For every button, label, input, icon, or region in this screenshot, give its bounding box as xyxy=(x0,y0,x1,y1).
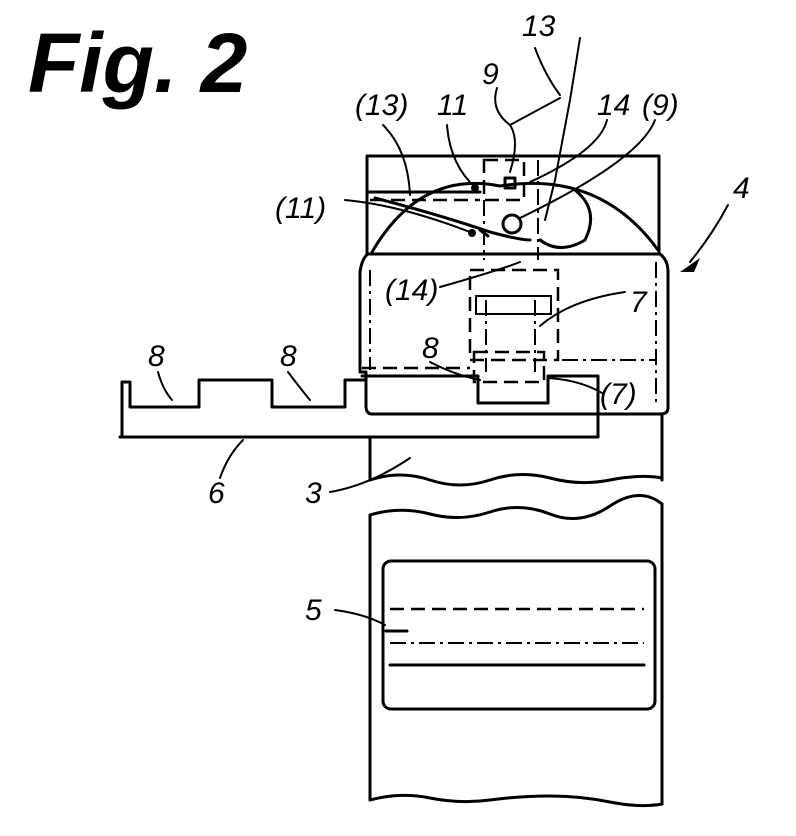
pivot-11-alt xyxy=(468,229,476,237)
figure-title: Fig. 2 xyxy=(28,16,247,110)
upper-housing xyxy=(365,154,661,260)
label-9-paren: (9) xyxy=(642,89,679,122)
label-11-paren: (11) xyxy=(275,192,326,225)
label-11: 11 xyxy=(437,89,468,122)
label-8-middle: 8 xyxy=(280,340,297,373)
pivot-11 xyxy=(471,184,479,192)
label-14: 14 xyxy=(597,89,630,122)
strip-lower xyxy=(368,494,664,808)
leader-lines xyxy=(157,37,729,626)
label-7: 7 xyxy=(630,286,648,319)
strip-upper xyxy=(368,412,664,487)
label-8-left: 8 xyxy=(148,340,165,373)
label-14-paren: (14) xyxy=(385,274,438,307)
label-13: 13 xyxy=(522,10,556,43)
label-8-right: 8 xyxy=(422,332,439,365)
label-4: 4 xyxy=(733,172,750,205)
label-9: 9 xyxy=(482,58,499,91)
arrowhead-4 xyxy=(680,258,700,272)
label-3: 3 xyxy=(305,477,322,510)
label-5: 5 xyxy=(305,594,322,627)
label-7-paren: (7) xyxy=(600,378,637,411)
label-13-paren: (13) xyxy=(355,89,408,122)
rack xyxy=(118,378,600,439)
lower-housing xyxy=(358,252,670,416)
label-6: 6 xyxy=(208,477,225,510)
